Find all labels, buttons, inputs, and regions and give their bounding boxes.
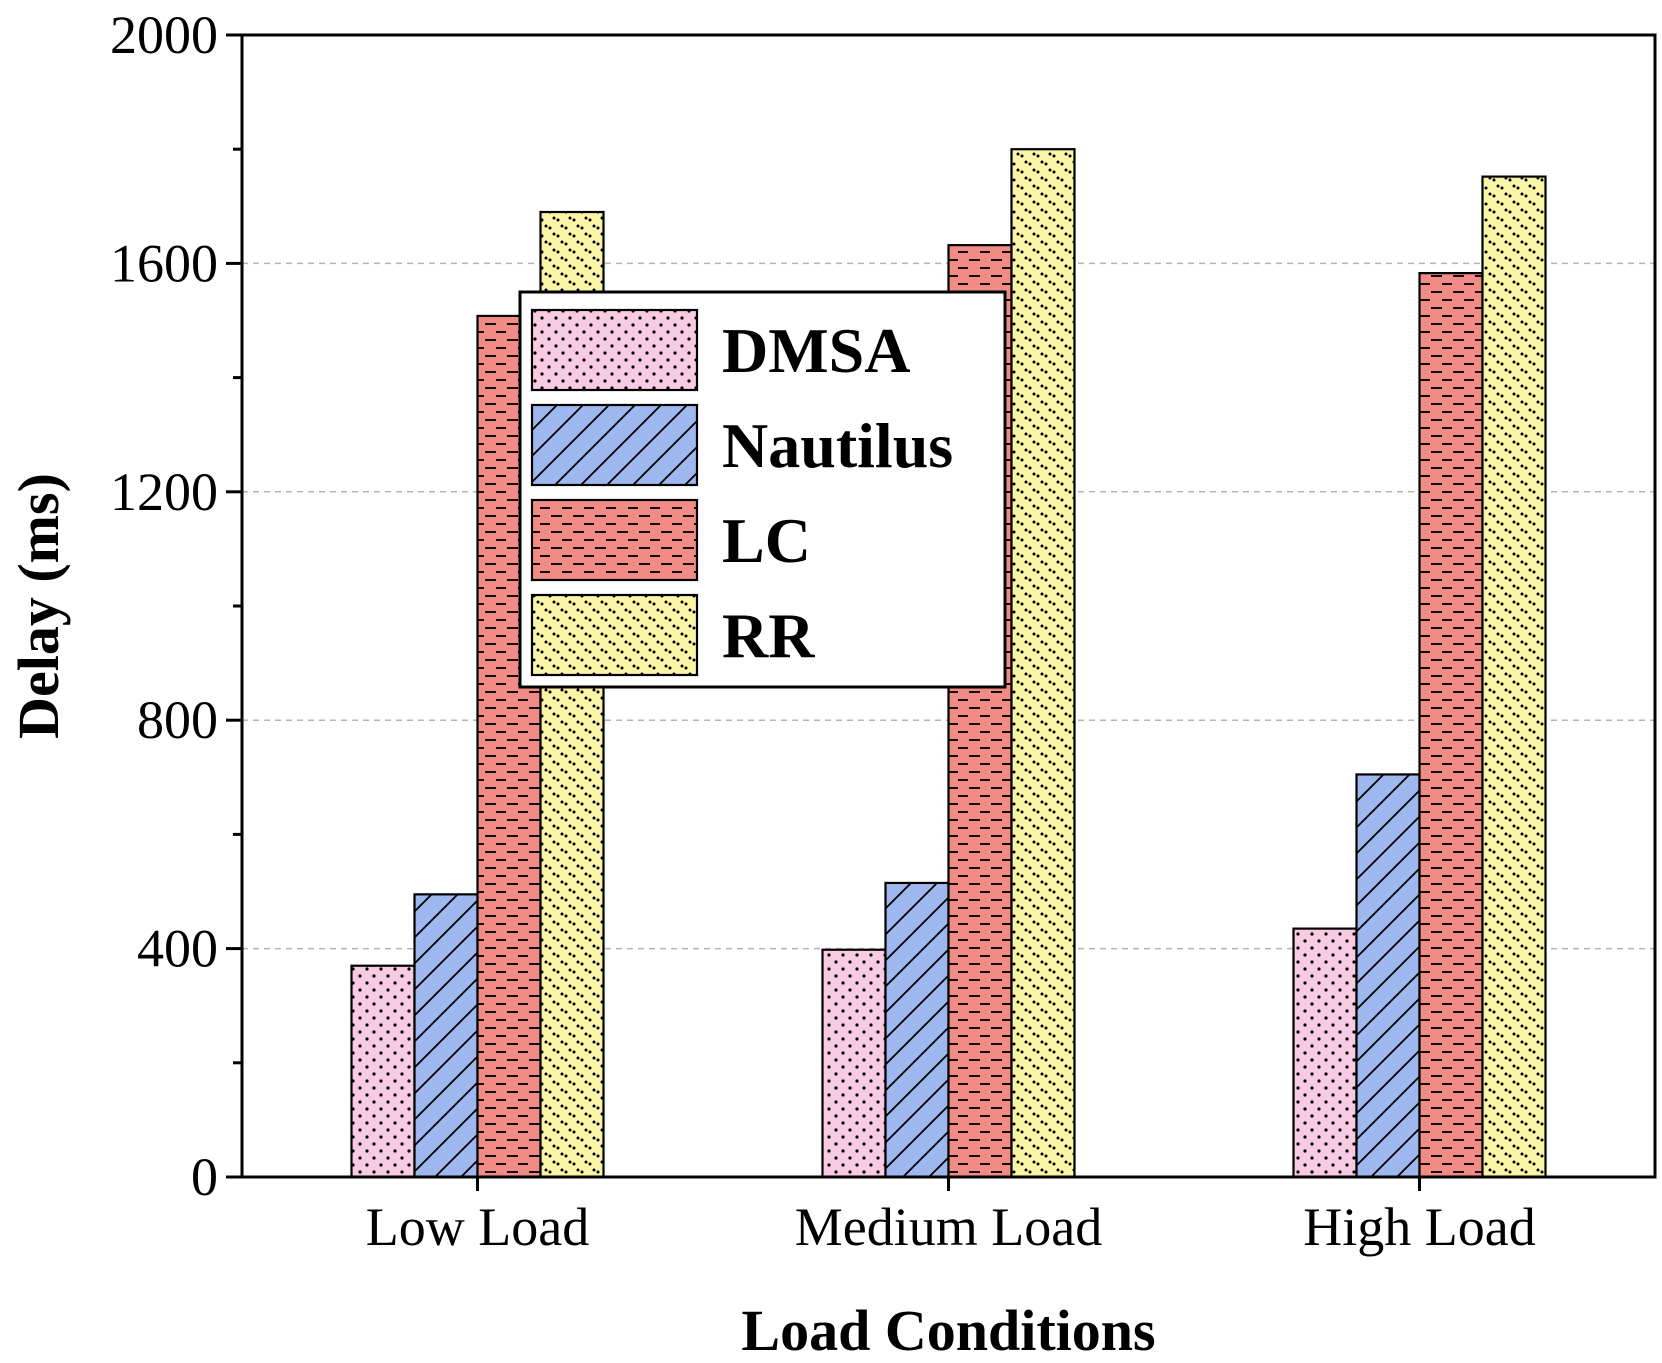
y-tick-label: 0 — [191, 1147, 218, 1207]
bar-lc-high-load — [1418, 272, 1484, 1179]
x-tick-label: Low Load — [366, 1197, 589, 1257]
bar-nautilus-high-load — [1355, 773, 1421, 1179]
legend-swatch — [530, 308, 699, 392]
y-axis-ticks: 0 400 800 1200 1600 2000 — [110, 5, 242, 1207]
y-tick-label: 2000 — [110, 5, 218, 65]
x-axis-ticks: Low Load Medium Load High Load — [366, 1177, 1536, 1257]
bar-lc-low-load — [476, 314, 542, 1179]
legend-item-lc: LC — [530, 498, 811, 582]
bar-dmsa-high-load — [1292, 927, 1358, 1179]
bar-pattern — [1418, 272, 1484, 1179]
bar-pattern — [413, 893, 479, 1179]
y-axis-title: Delay (ms) — [6, 473, 71, 739]
y-tick-label: 1600 — [110, 233, 218, 293]
x-tick-label: Medium Load — [795, 1197, 1102, 1257]
bar-pattern — [1292, 927, 1358, 1179]
bar-dmsa-medium-load — [821, 948, 887, 1179]
legend-swatch — [530, 403, 699, 487]
legend-item-nautilus: Nautilus — [530, 403, 953, 487]
bars — [350, 148, 1547, 1179]
bar-nautilus-medium-load — [884, 881, 950, 1179]
legend-label: Nautilus — [722, 410, 953, 481]
bar-pattern — [1355, 773, 1421, 1179]
bar-nautilus-low-load — [413, 893, 479, 1179]
legend-swatch — [530, 498, 699, 582]
bar-pattern — [1481, 175, 1547, 1179]
x-tick-label: High Load — [1303, 1197, 1535, 1257]
y-tick-label: 400 — [137, 919, 218, 979]
legend-label: RR — [722, 600, 815, 671]
y-tick-label: 1200 — [110, 462, 218, 522]
legend-label: LC — [722, 505, 811, 576]
legend-swatch — [530, 593, 699, 677]
bar-dmsa-low-load — [350, 964, 416, 1179]
y-tick-label: 800 — [137, 690, 218, 750]
bar-pattern — [1010, 148, 1076, 1179]
legend-label: DMSA — [722, 315, 910, 386]
bar-pattern — [884, 881, 950, 1179]
legend-item-dmsa: DMSA — [530, 308, 910, 392]
bar-rr-medium-load — [1010, 148, 1076, 1179]
bar-rr-high-load — [1481, 175, 1547, 1179]
bar-pattern — [350, 964, 416, 1179]
legend-item-rr: RR — [530, 593, 815, 677]
bar-pattern — [821, 948, 887, 1179]
x-axis-title: Load Conditions — [741, 1298, 1155, 1363]
